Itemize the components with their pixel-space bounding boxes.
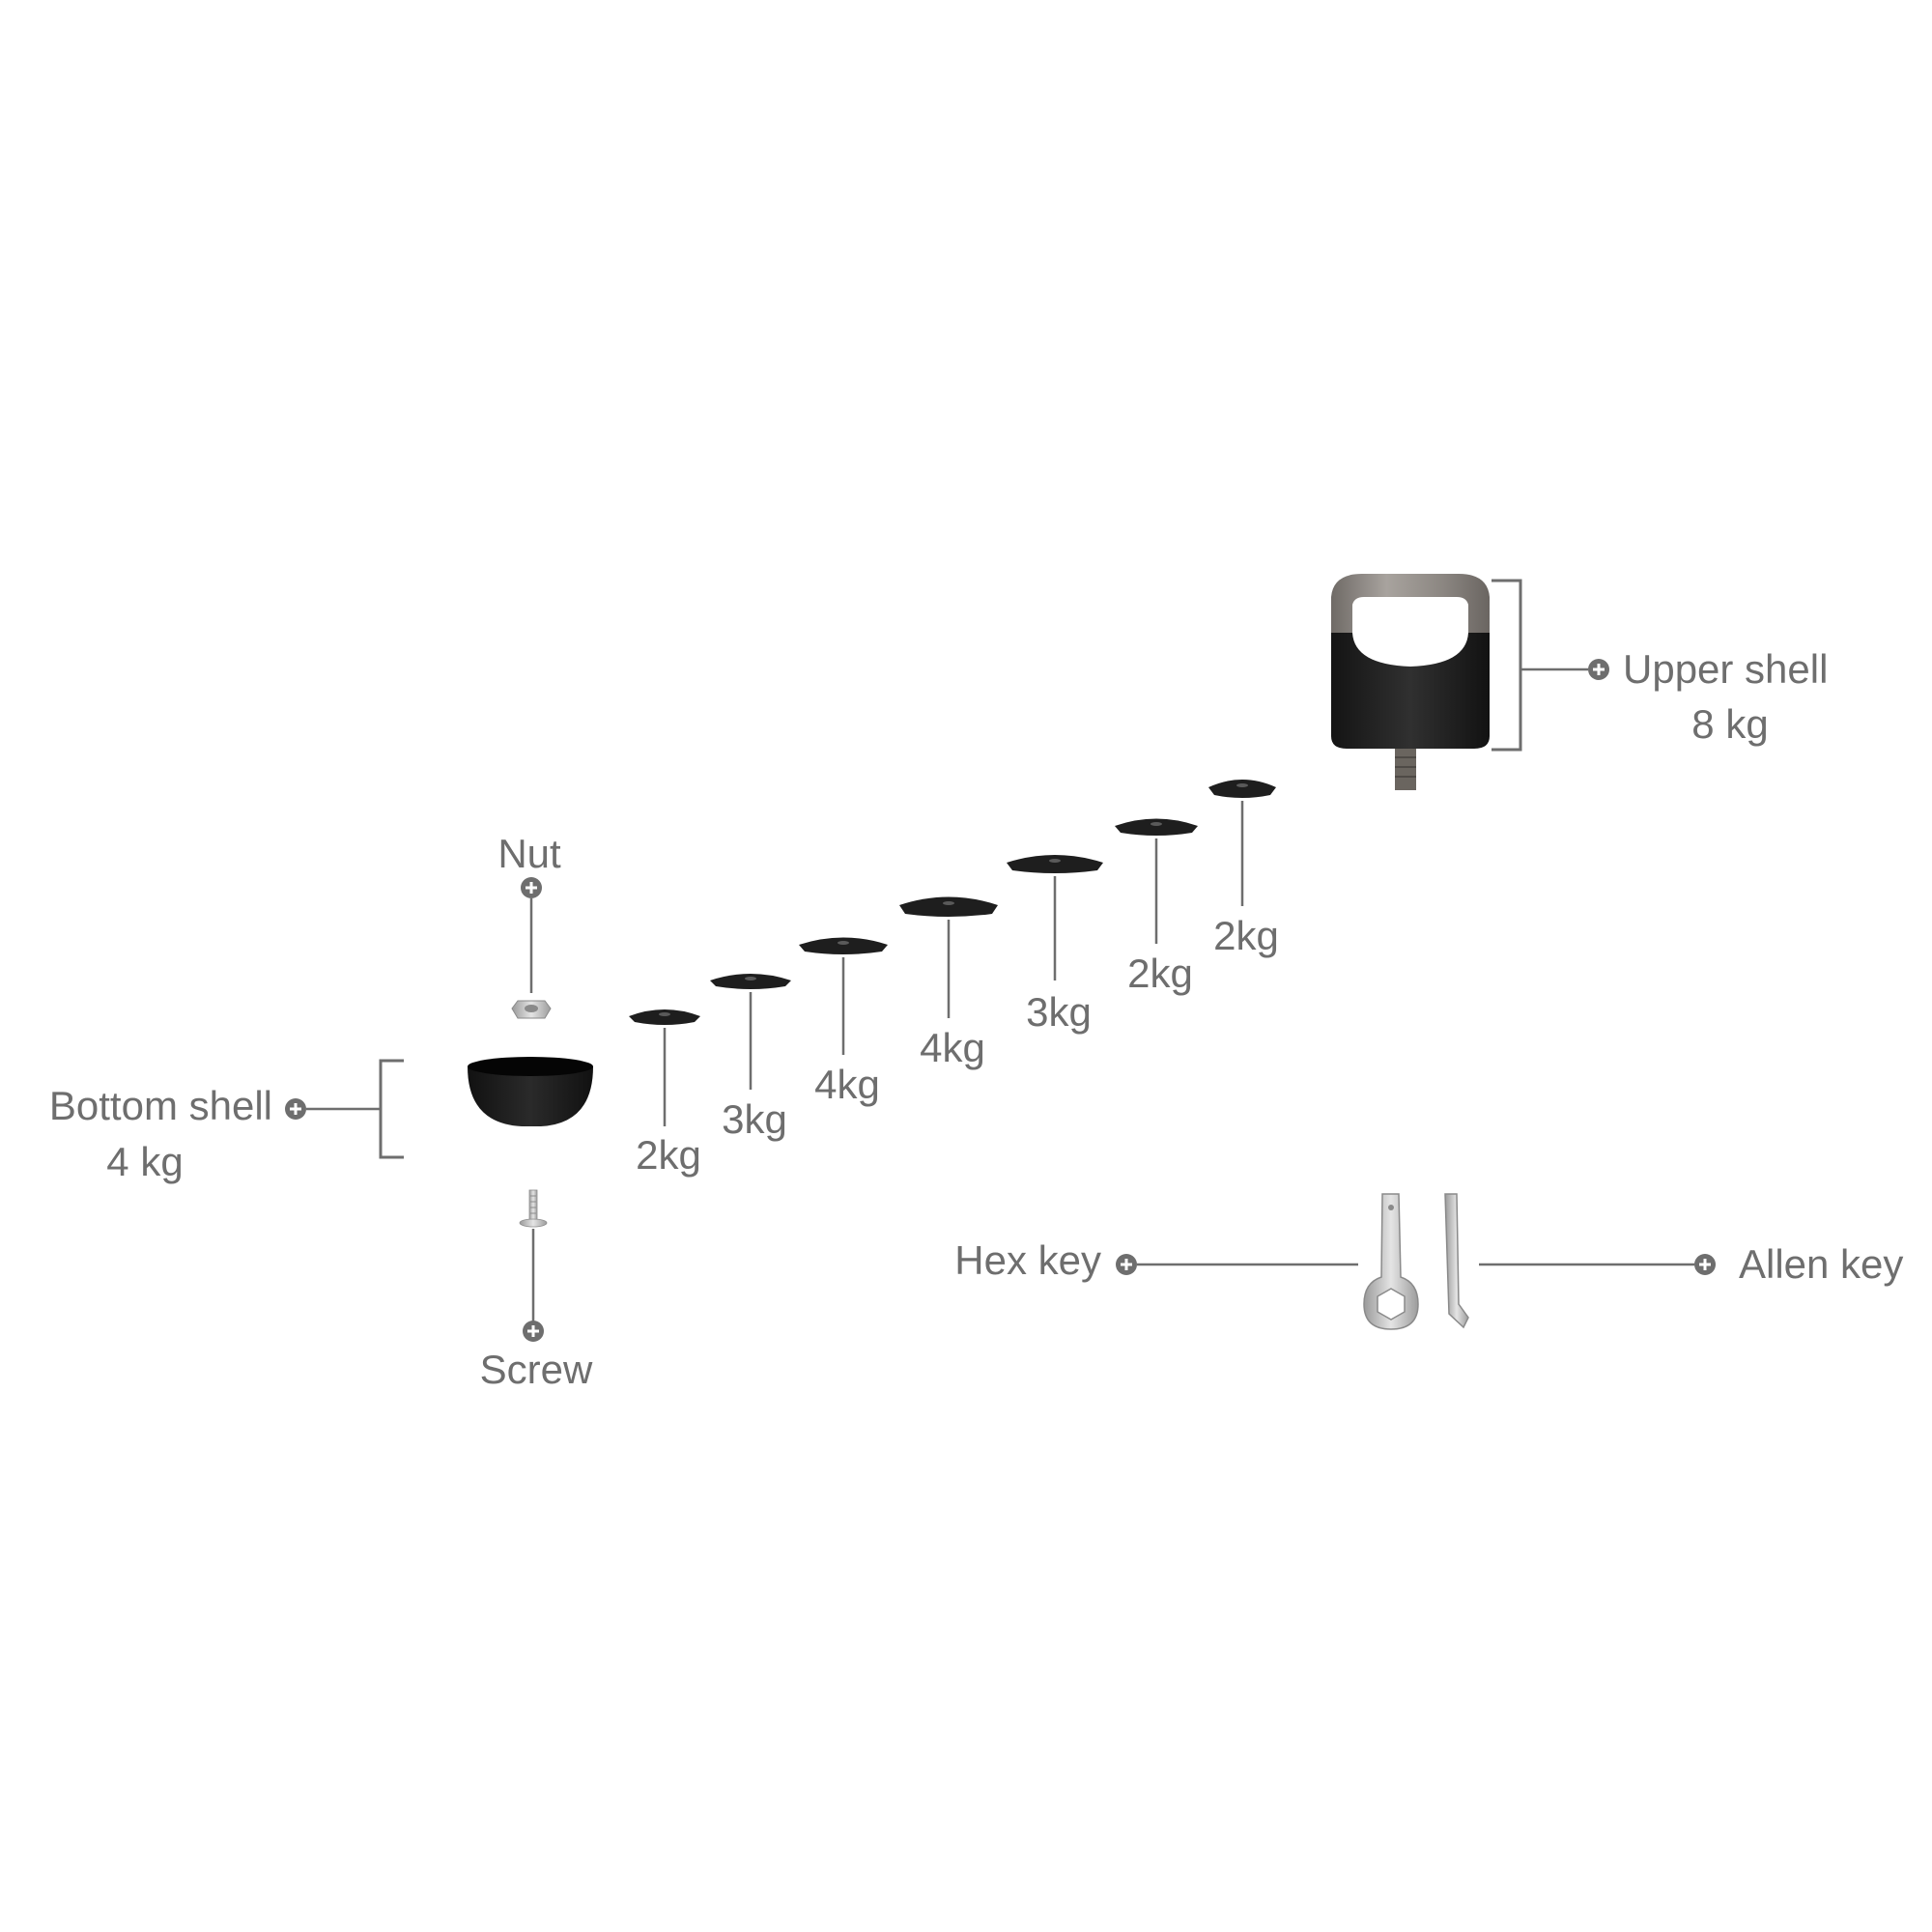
weight-plate-5: 3kg [1007,855,1103,1035]
weight-plate-label: 2kg [1127,951,1193,996]
screw-plus-icon[interactable] [523,1321,544,1342]
weight-plate-hole [1049,859,1061,863]
weight-plate-hole [1236,783,1248,787]
bottom-shell-plus-icon[interactable] [285,1098,306,1120]
weight-plate-disc [799,937,888,954]
allen-key-part [1444,1193,1469,1329]
hex-key-plus-icon[interactable] [1116,1254,1137,1275]
upper-shell-bracket [1492,579,1522,752]
bottom-shell-bracket [379,1059,404,1159]
weight-plate-disc [1208,780,1276,798]
upper-shell-weight: 8 kg [1691,701,1768,747]
bottom-shell-part [468,1057,593,1126]
nut-group: Nut [497,831,561,1019]
weight-plate-label: 4kg [814,1062,880,1107]
bottom-shell-label: Bottom shell [49,1083,272,1128]
weight-plate-hole [1151,822,1162,826]
weight-plate-hole [943,901,954,905]
weight-plate-3: 4kg [799,937,888,1107]
nut-label: Nut [497,831,561,876]
weight-plate-2: 3kg [710,974,791,1142]
weight-plate-hole [745,977,756,980]
bottom-shell-group: Bottom shell 4 kg [49,1057,593,1184]
weight-plate-disc [1007,855,1103,873]
weight-plate-label: 3kg [1026,989,1092,1035]
weight-plate-hole [838,941,849,945]
weight-plate-disc [899,896,998,917]
upper-shell-plus-icon[interactable] [1588,659,1609,680]
hex-key-group: Hex key [954,1193,1419,1330]
weight-plate-disc [710,974,791,989]
weight-plate-1: 2kg [629,1009,701,1178]
weight-plate-disc [1115,818,1198,836]
bottom-shell-weight: 4 kg [106,1139,183,1184]
allen-key-group: Allen key [1444,1193,1903,1329]
upper-shell-label: Upper shell [1623,646,1828,692]
weight-plate-7: 2kg [1208,780,1279,958]
nut-part [511,1000,552,1019]
weight-plate-4: 4kg [899,896,998,1070]
screw-label: Screw [480,1347,593,1392]
screw-part [519,1189,548,1228]
weight-plates: 2kg 3kg 4kg 4kg 3kg 2kg 2kg [629,780,1279,1178]
nut-plus-icon[interactable] [521,877,542,898]
weight-plate-label: 3kg [722,1096,787,1142]
weight-plate-hole [659,1012,670,1016]
upper-shell-part [1331,574,1490,790]
weight-plate-label: 4kg [920,1025,985,1070]
screw-group: Screw [480,1189,593,1392]
weight-plate-label: 2kg [636,1132,701,1178]
weight-plate-6: 2kg [1115,818,1198,996]
upper-shell-group: Upper shell 8 kg [1331,574,1828,790]
allen-key-label: Allen key [1739,1241,1903,1287]
allen-key-plus-icon[interactable] [1694,1254,1716,1275]
weight-plate-label: 2kg [1213,913,1279,958]
hex-key-label: Hex key [954,1237,1101,1283]
weight-plate-disc [629,1009,700,1025]
hex-key-part [1363,1193,1419,1330]
